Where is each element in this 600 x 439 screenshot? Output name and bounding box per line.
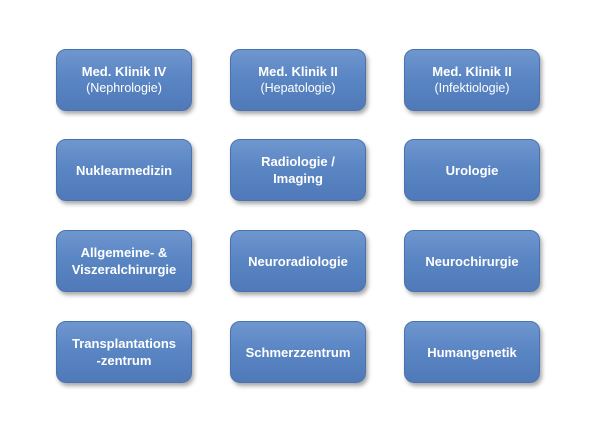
box-neurochirurgie: Neurochirurgie xyxy=(404,230,540,292)
box-title: Urologie xyxy=(445,162,499,178)
box-radiologie: Radiologie / Imaging xyxy=(230,139,366,201)
box-allgemeinchirurgie: Allgemeine- & Viszeralchirurgie xyxy=(56,230,192,292)
box-transplantationszentrum: Transplantations -zentrum xyxy=(56,321,192,383)
box-med-klinik-ii-infektiologie: Med. Klinik II (Infektiologie) xyxy=(404,49,540,111)
box-title: Humangenetik xyxy=(427,344,517,360)
box-subtitle: (Hepatologie) xyxy=(260,81,336,95)
box-title: Neurochirurgie xyxy=(425,253,519,269)
box-nuklearmedizin: Nuklearmedizin xyxy=(56,139,192,201)
box-title: Radiologie / Imaging xyxy=(261,154,335,186)
box-med-klinik-iv: Med. Klinik IV (Nephrologie) xyxy=(56,49,192,111)
box-urologie: Urologie xyxy=(404,139,540,201)
box-title: Med. Klinik II xyxy=(258,64,338,79)
box-schmerzzentrum: Schmerzzentrum xyxy=(230,321,366,383)
box-subtitle: (Nephrologie) xyxy=(86,81,162,95)
box-subtitle: (Infektiologie) xyxy=(434,81,510,95)
box-title: Allgemeine- & Viszeralchirurgie xyxy=(71,245,177,277)
box-med-klinik-ii-hepatologie: Med. Klinik II (Hepatologie) xyxy=(230,49,366,111)
box-humangenetik: Humangenetik xyxy=(404,321,540,383)
box-title: Med. Klinik II xyxy=(432,64,512,79)
box-title: Neuroradiologie xyxy=(248,253,348,269)
box-neuroradiologie: Neuroradiologie xyxy=(230,230,366,292)
box-title: Nuklearmedizin xyxy=(75,162,173,178)
box-title: Schmerzzentrum xyxy=(245,344,351,360)
box-title: Med. Klinik IV xyxy=(81,64,167,79)
box-title: Transplantations -zentrum xyxy=(71,336,177,368)
